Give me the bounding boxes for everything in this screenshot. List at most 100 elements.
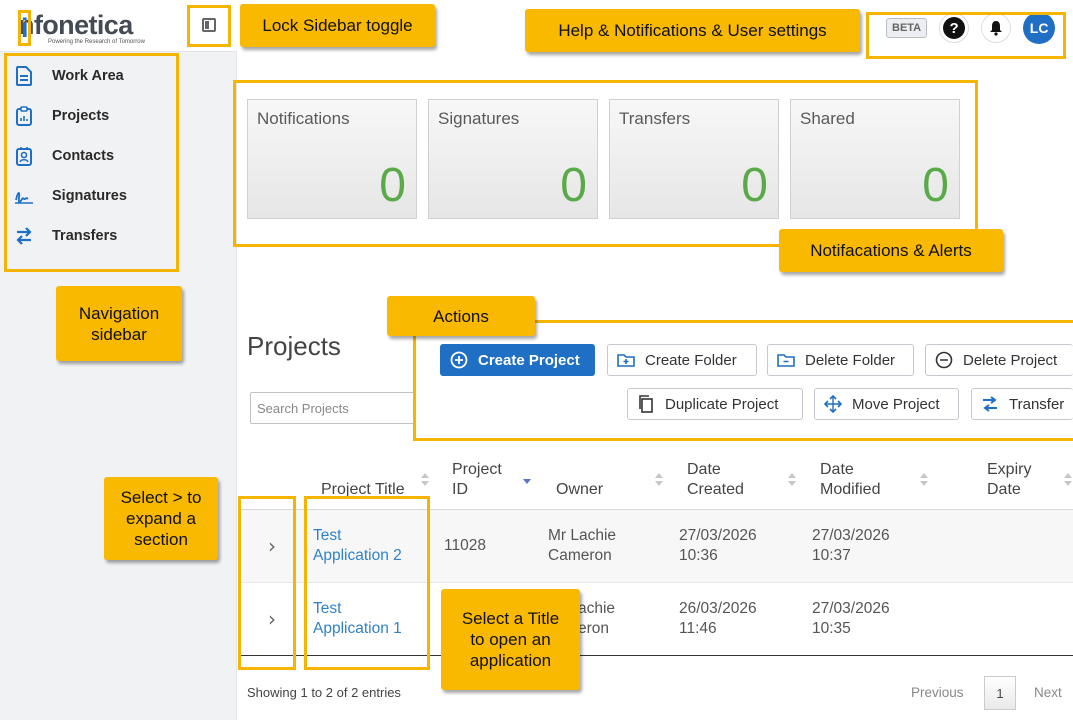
- summary-cards: Notifications 0 Signatures 0 Transfers 0…: [247, 99, 960, 219]
- page-title: Projects: [247, 331, 341, 361]
- column-header-label: Expiry: [987, 461, 1032, 478]
- button-label: Create Project: [478, 351, 580, 369]
- sort-icon[interactable]: [788, 473, 796, 487]
- callout-line: Select a Title: [461, 609, 560, 628]
- sort-icon[interactable]: [920, 473, 928, 487]
- sort-icon[interactable]: [1064, 473, 1072, 487]
- callout-lock-sidebar: Lock Sidebar toggle: [240, 4, 435, 47]
- user-avatar[interactable]: LC: [1023, 12, 1056, 44]
- callout-help-notifications: Help & Notifications & User settings: [525, 9, 860, 52]
- notifications-card[interactable]: Notifications 0: [247, 99, 417, 219]
- time-line: 10:35: [812, 620, 851, 637]
- time-line: 10:36: [679, 547, 718, 564]
- date-line: 27/03/2026: [812, 600, 890, 617]
- logo-name: nfonetica: [18, 10, 133, 40]
- date-modified: 27/03/2026 10:35: [812, 599, 890, 639]
- pagination-previous[interactable]: Previous: [911, 685, 964, 700]
- button-label: Delete Project: [963, 351, 1058, 369]
- column-header-owner[interactable]: Owner: [556, 480, 603, 500]
- actions-highlight: [413, 320, 1073, 441]
- folder-minus-icon: [777, 351, 795, 369]
- project-title-line: Application 1: [313, 620, 402, 637]
- owner-line: achie: [578, 600, 616, 617]
- callout-actions: Actions: [387, 296, 535, 336]
- card-value: 0: [922, 159, 949, 212]
- lock-sidebar-toggle[interactable]: [197, 13, 221, 37]
- contact-card-icon: [14, 146, 34, 166]
- delete-project-button[interactable]: Delete Project: [925, 344, 1073, 376]
- sidebar-item-projects[interactable]: Projects: [14, 96, 174, 136]
- duplicate-project-button[interactable]: Duplicate Project: [627, 388, 803, 420]
- shared-card[interactable]: Shared 0: [790, 99, 960, 219]
- folder-plus-icon: [617, 351, 635, 369]
- create-folder-button[interactable]: Create Folder: [607, 344, 757, 376]
- callout-line: section: [134, 530, 188, 549]
- pagination-page[interactable]: 1: [984, 676, 1016, 710]
- column-header-label: ID: [452, 481, 468, 498]
- move-project-button[interactable]: Move Project: [814, 388, 959, 420]
- expand-chevron-icon[interactable]: ›: [268, 534, 276, 558]
- sidebar-nav: Work Area Projects Contacts Signatures T…: [14, 56, 174, 256]
- column-header-label: Owner: [556, 481, 604, 498]
- date-line: 26/03/2026: [679, 600, 757, 617]
- button-label: Duplicate Project: [665, 395, 779, 413]
- create-project-button[interactable]: Create Project: [440, 344, 595, 376]
- owner-line: Mr Lachie: [548, 527, 617, 544]
- signatures-card[interactable]: Signatures 0: [428, 99, 598, 219]
- header-actions-highlight: [866, 12, 1066, 59]
- column-header-label: Date: [687, 461, 721, 478]
- sidebar-item-label: Projects: [52, 108, 110, 124]
- callout-line: application: [469, 651, 552, 670]
- column-header-label: Project: [452, 461, 502, 478]
- owner-line: Cameron: [548, 547, 612, 564]
- project-id: 11028: [444, 537, 486, 554]
- copy-icon: [637, 395, 655, 413]
- sidebar-item-contacts[interactable]: Contacts: [14, 136, 174, 176]
- column-header-label: Created: [687, 481, 744, 498]
- transfer-button[interactable]: Transfer: [971, 388, 1073, 420]
- time-line: 11:46: [679, 620, 717, 637]
- callout-line: to open an: [470, 630, 551, 649]
- search-input[interactable]: [250, 392, 415, 424]
- column-header-title[interactable]: Project Title: [321, 480, 405, 500]
- sort-desc-icon[interactable]: [523, 473, 531, 487]
- beta-badge: BETA: [886, 18, 928, 38]
- card-value: 0: [741, 159, 768, 212]
- pagination-next[interactable]: Next: [1034, 685, 1062, 700]
- callout-select-title: Select a Title to open an application: [441, 589, 580, 690]
- column-header-label: Date: [820, 461, 854, 478]
- owner-line: eron: [578, 620, 610, 637]
- callout-line: Navigation: [78, 303, 160, 323]
- delete-folder-button[interactable]: Delete Folder: [767, 344, 914, 376]
- transfers-card[interactable]: Transfers 0: [609, 99, 779, 219]
- column-header-label: Modified: [820, 481, 881, 498]
- sidebar-item-transfers[interactable]: Transfers: [14, 216, 174, 256]
- sidebar-item-label: Contacts: [52, 148, 115, 164]
- cards-highlight: [233, 80, 978, 247]
- sort-icon[interactable]: [655, 473, 663, 487]
- card-value: 0: [379, 159, 406, 212]
- signature-icon: [14, 186, 34, 206]
- sidebar-item-signatures[interactable]: Signatures: [14, 176, 174, 216]
- sort-icon[interactable]: [421, 473, 429, 487]
- card-title: Shared: [800, 109, 855, 128]
- transfer-arrows-icon: [14, 226, 34, 246]
- expand-chevron-icon[interactable]: ›: [268, 607, 276, 631]
- help-icon: ?: [943, 17, 966, 39]
- move-arrows-icon: [824, 395, 842, 413]
- help-button[interactable]: ?: [939, 13, 970, 43]
- sidebar-item-work-area[interactable]: Work Area: [14, 56, 174, 96]
- card-title: Transfers: [619, 109, 691, 128]
- notifications-button[interactable]: [981, 13, 1012, 43]
